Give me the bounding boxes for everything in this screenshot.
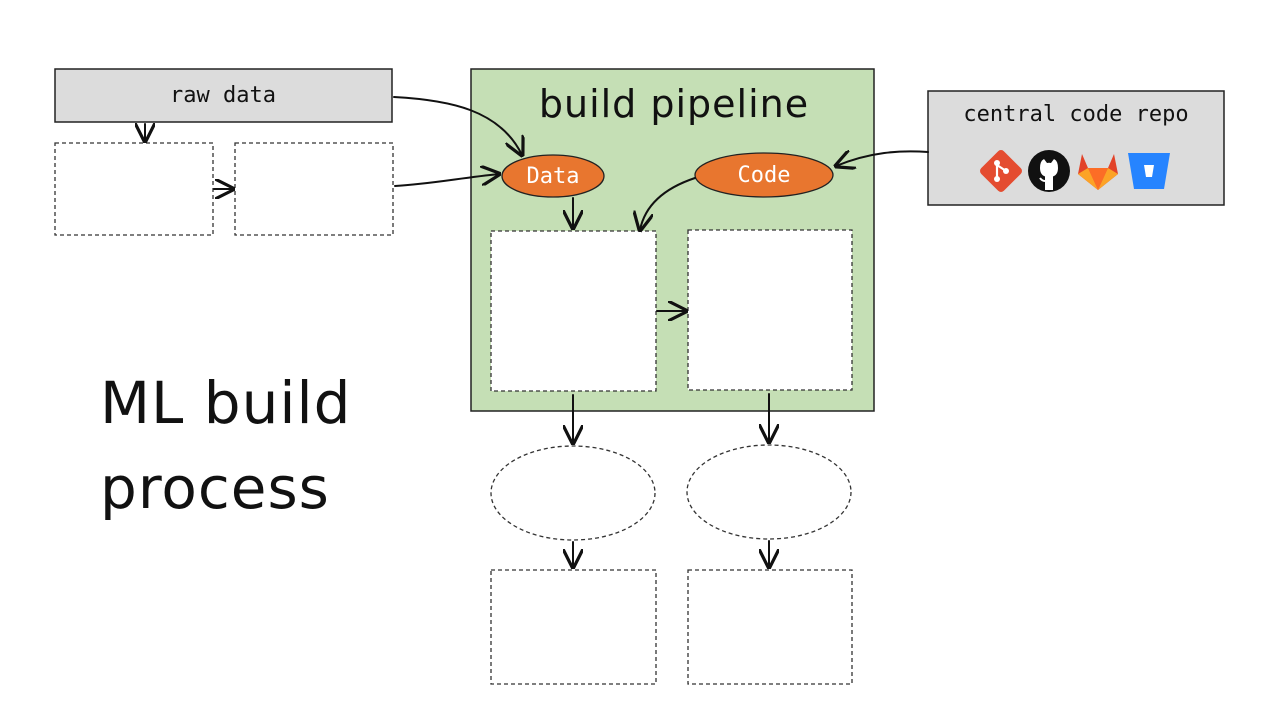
code-node bbox=[694, 152, 834, 198]
raw-data-step-2 bbox=[234, 142, 394, 236]
diagram-title-line-2: process bbox=[100, 454, 330, 522]
git-icon bbox=[980, 150, 1022, 192]
pipeline-step-2 bbox=[687, 229, 853, 391]
data-node-label: Data bbox=[527, 164, 580, 189]
arrow-step2-to-data bbox=[394, 174, 499, 187]
raw-data-label: raw data bbox=[170, 83, 276, 108]
diagram-title-line-1: ML build bbox=[100, 369, 351, 437]
central-code-repo-box bbox=[927, 90, 1225, 206]
output-step-1 bbox=[490, 569, 657, 685]
pipeline-step-1 bbox=[490, 230, 657, 392]
build-pipeline-title: build pipeline bbox=[539, 82, 809, 126]
arrow-repo-to-code bbox=[836, 151, 929, 166]
raw-data-step-1 bbox=[54, 142, 214, 236]
raw-data-box bbox=[54, 68, 393, 123]
output-node-2 bbox=[686, 444, 852, 540]
arrow-code-to-step1 bbox=[640, 177, 696, 230]
central-code-repo-title: central code repo bbox=[963, 102, 1188, 127]
arrow-rawdata-to-data bbox=[393, 96, 522, 155]
bitbucket-icon bbox=[1128, 153, 1170, 189]
output-node-1 bbox=[490, 445, 656, 541]
github-icon bbox=[1028, 150, 1070, 192]
gitlab-icon bbox=[1078, 154, 1118, 190]
code-node-label: Code bbox=[738, 163, 791, 188]
output-step-2 bbox=[687, 569, 853, 685]
